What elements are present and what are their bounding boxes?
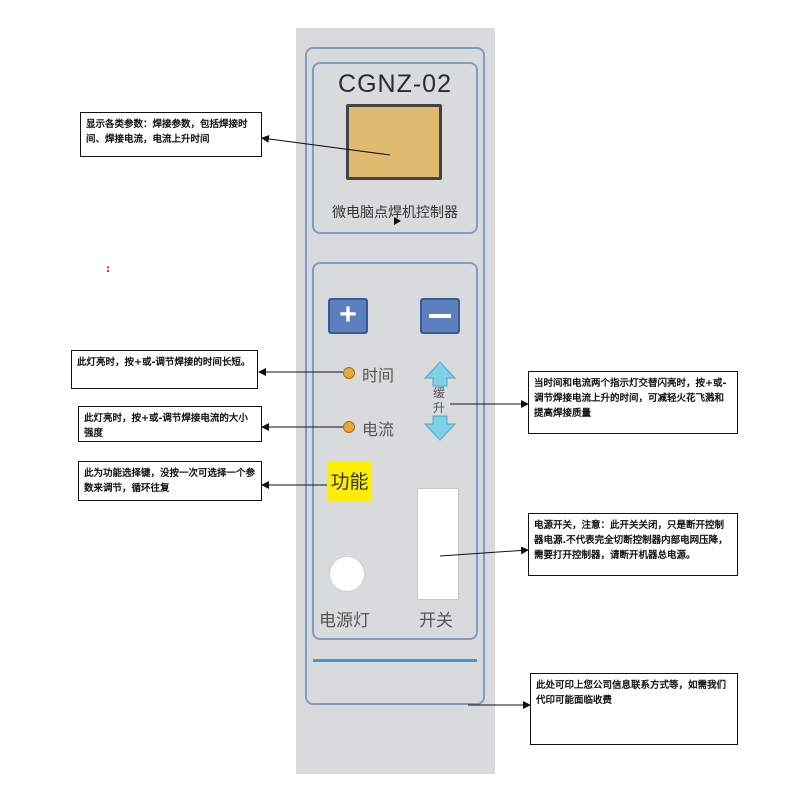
- switch-label: 开关: [419, 611, 453, 631]
- stray-mark: :: [106, 264, 110, 275]
- controls-section-frame: [312, 262, 478, 640]
- parameter-display: [346, 104, 442, 180]
- device-name: 微电脑点焊机控制器: [332, 205, 458, 221]
- minus-button[interactable]: [420, 298, 460, 334]
- current-label: 电流: [362, 420, 395, 439]
- power-lamp: [329, 556, 365, 592]
- divider-line: [313, 659, 477, 662]
- callout-company-info: 此处可印上您公司信息联系方式等，如需我们代印可能面临收费: [530, 673, 738, 745]
- time-label: 时间: [362, 366, 395, 385]
- function-button[interactable]: 功能: [327, 462, 372, 502]
- model-number: CGNZ-02: [338, 70, 452, 98]
- panel-outer-frame: [305, 47, 485, 705]
- callout-power-switch: 电源开关，注意：此开关关闭，只是断开控制器电源.不代表完全切断控制器内部电网压降…: [528, 513, 738, 576]
- power-switch[interactable]: [417, 488, 459, 600]
- power-lamp-label: 电源灯: [319, 611, 370, 631]
- callout-current-led: 此灯亮时，按+或-调节焊接电流的大小强度: [78, 406, 262, 442]
- time-indicator-led: [343, 367, 355, 379]
- callout-ramp-up: 当时间和电流两个指示灯交替闪亮时，按+或-调节焊接电流上升的时间，可减轻火花飞溅…: [528, 371, 738, 434]
- plus-button[interactable]: +: [328, 298, 368, 334]
- current-indicator-led: [343, 421, 355, 433]
- ramp-label-top: 缓: [432, 386, 445, 400]
- callout-time-led: 此灯亮时，按+或-调节焊接的时间长短。: [71, 350, 258, 389]
- callout-function-button: 此为功能选择键，没按一次可选择一个参数来调节，循环往复: [78, 461, 262, 501]
- ramp-label-bottom: 升: [432, 401, 445, 415]
- ramp-up-label: 缓 升: [429, 386, 449, 416]
- callout-display: 显示各类参数：焊接参数，包括焊接时间、焊接电流，电流上升时间: [80, 112, 262, 157]
- minus-icon: [429, 314, 451, 318]
